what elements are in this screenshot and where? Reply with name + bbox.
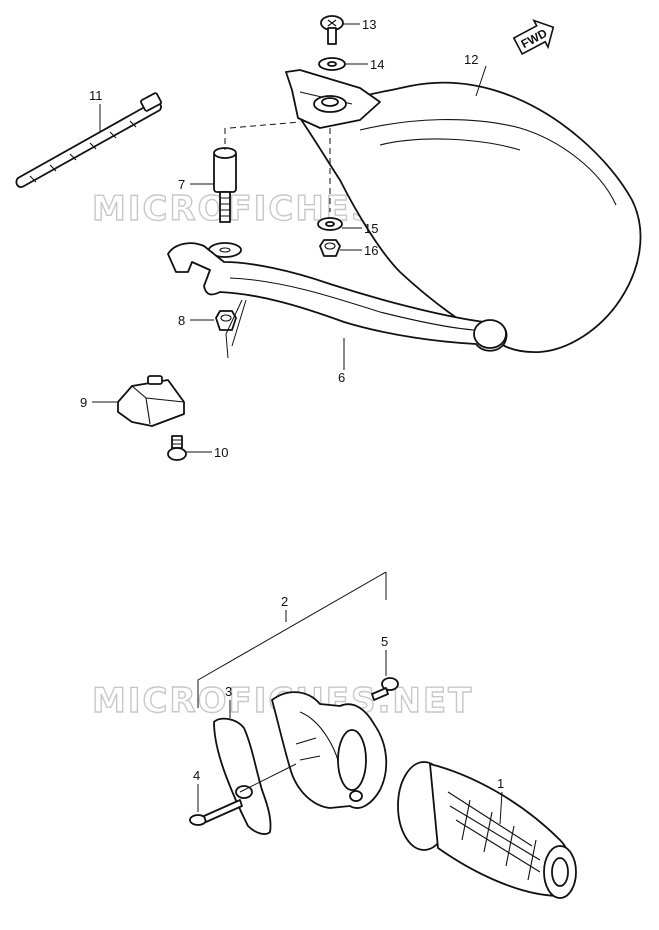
washer-14 [318,57,346,71]
callout-13: 13 [362,17,376,32]
callout-9: 9 [80,395,87,410]
clutch-lever-6 [167,242,508,352]
washer-15 [317,217,343,231]
callouts: 13 14 12 11 7 15 16 8 6 9 10 2 3 5 4 1 [80,17,504,825]
hand-guard [299,81,642,353]
callout-1: 1 [497,776,504,791]
callout-5: 5 [381,634,388,649]
nut-8 [215,299,243,359]
callout-14: 14 [370,57,384,72]
screw-4 [189,799,243,826]
callout-2: 2 [281,594,288,609]
pivot-guide-line [231,299,247,347]
throttle-cover-3 [213,717,272,835]
assembly-centerline [229,121,301,129]
callout-4: 4 [193,768,200,783]
callout-3: 3 [225,684,232,699]
guard-mount-bracket [285,69,381,129]
handlebar-grip-1 [397,761,577,899]
lever-washer-hole [219,247,231,253]
screw-10 [167,435,187,461]
callout-16: 16 [364,243,378,258]
callout-6: 6 [338,370,345,385]
callout-15: 15 [364,221,378,236]
cable-tie-11 [15,92,162,188]
screw-5 [371,677,399,701]
callout-7: 7 [178,177,185,192]
callout-12: 12 [464,52,478,67]
callout-8: 8 [178,313,185,328]
lever-switch-9 [117,375,185,427]
nut-16 [319,239,341,257]
assembly-bracket-2 [197,571,387,708]
throttle-housing [239,691,388,809]
fwd-arrow-icon: FWD [512,19,555,56]
callout-10: 10 [214,445,228,460]
callout-11: 11 [89,88,103,103]
bolt-13 [320,15,344,45]
collar-bolt-7 [213,128,237,223]
